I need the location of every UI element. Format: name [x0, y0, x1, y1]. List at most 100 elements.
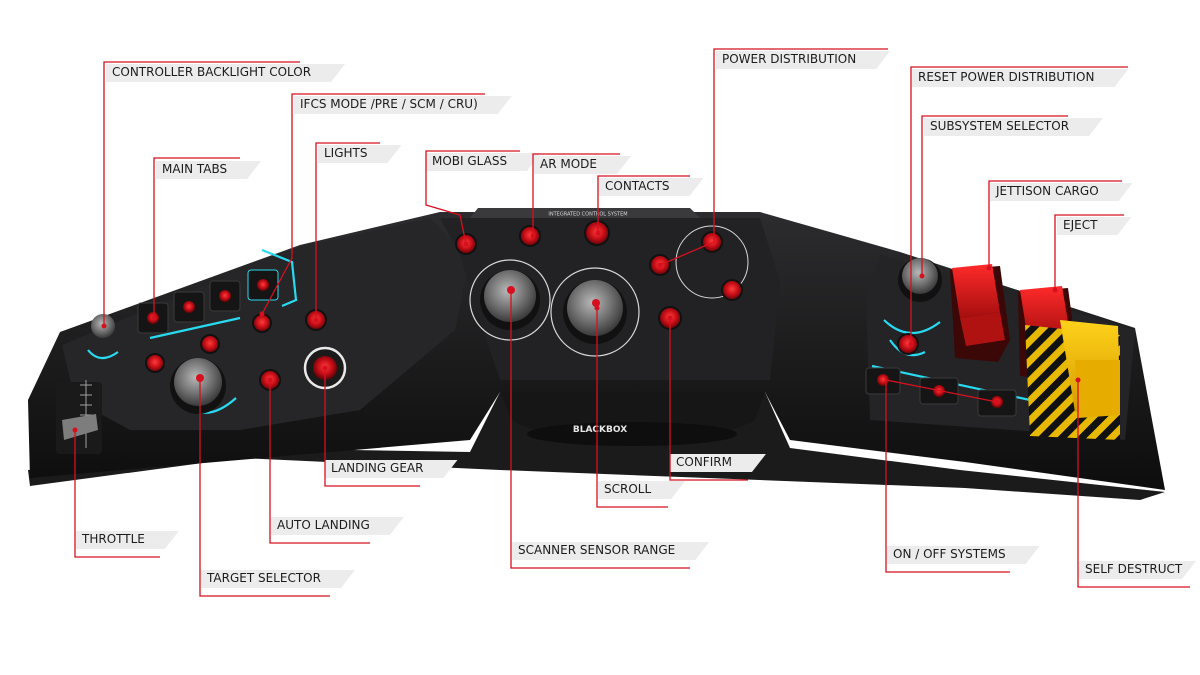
callout-leader [988, 180, 1122, 268]
callout-target-dot [530, 233, 536, 239]
callout-layer: CONTROLLER BACKLIGHT COLOR IFCS MODE /PRE… [72, 48, 1196, 597]
callout-leader [199, 378, 330, 597]
callout-reset-power-distribution: RESET POWER DISTRIBUTION [908, 66, 1129, 347]
callout-power-distribution: POWER DISTRIBUTION [657, 48, 891, 268]
callout-leader [669, 318, 748, 481]
callout-label: IFCS MODE /PRE / SCM / CRU) [300, 97, 478, 111]
callout-label: JETTISON CARGO [995, 184, 1099, 198]
callout-target-dot [72, 427, 78, 433]
callout-leader [597, 175, 690, 233]
callout-leader [261, 93, 485, 315]
callout-label: AUTO LANDING [277, 518, 370, 532]
callout-target-dot [267, 377, 273, 383]
callout-label: SUBSYSTEM SELECTOR [930, 119, 1069, 133]
callout-label: RESET POWER DISTRIBUTION [918, 70, 1094, 84]
callout-tag-bg [1057, 217, 1132, 235]
callout-tag-bg [599, 178, 704, 196]
ifcs-button[interactable] [252, 313, 272, 333]
callout-tag-bg [271, 517, 404, 535]
callout-target-dot [657, 262, 663, 268]
scroll-knob[interactable] [550, 267, 640, 357]
callout-target-dot [1052, 287, 1058, 293]
callout-label: TARGET SELECTOR [206, 571, 321, 585]
callout-tag-bg [534, 156, 631, 174]
callout-tag-bg [318, 145, 402, 163]
callout-target-dot [197, 375, 203, 381]
jettison-cover[interactable] [950, 264, 1010, 362]
callout-target-dot [1075, 377, 1081, 383]
reset-power-button[interactable] [897, 333, 919, 355]
callout-tag-bg [912, 69, 1129, 87]
callout-label: SCROLL [604, 482, 651, 496]
callout-target-dot [994, 399, 1000, 405]
callout-subsystem-selector: SUBSYSTEM SELECTOR [919, 115, 1104, 279]
subsystem-selector-knob[interactable] [898, 258, 942, 302]
callout-target-dot [151, 315, 157, 321]
callout-scanner-sensor-range: SCANNER SENSOR RANGE [508, 287, 710, 569]
left-button-b[interactable] [145, 353, 165, 373]
callout-leader [921, 115, 1068, 276]
callout-ar-mode: AR MODE [530, 153, 631, 239]
callout-tag-bg [716, 51, 891, 69]
callout-tag-bg [512, 542, 710, 560]
callout-jettison-cargo: JETTISON CARGO [986, 180, 1133, 271]
callout-tag-bg [924, 118, 1104, 136]
callout-label: SCANNER SENSOR RANGE [518, 543, 675, 557]
callout-label: CONTACTS [605, 179, 670, 193]
power-button-top[interactable] [701, 231, 723, 253]
left-button-a[interactable] [200, 334, 220, 354]
callout-target-dot [667, 315, 673, 321]
callout-tag-bg [325, 460, 458, 478]
callout-tag-bg [76, 531, 179, 549]
brand-logo: BLACKBOX [573, 425, 627, 435]
throttle[interactable] [56, 380, 102, 454]
callout-target-dot [508, 287, 514, 293]
scanner-sensor-knob[interactable] [469, 259, 551, 341]
header-plate [470, 208, 700, 218]
callout-target-dot [101, 323, 107, 329]
callout-label: MOBI GLASS [432, 154, 507, 168]
callout-target-selector: TARGET SELECTOR [197, 375, 355, 597]
callout-label: AR MODE [540, 157, 597, 171]
callout-leader [910, 66, 1128, 344]
callout-leader [74, 430, 160, 558]
callout-label: CONTROLLER BACKLIGHT COLOR [112, 65, 311, 79]
callout-leader [510, 290, 690, 569]
callout-leader [103, 61, 300, 326]
callout-label: EJECT [1063, 218, 1098, 232]
callout-target-dot [463, 241, 469, 247]
main-tab-buttons [137, 269, 279, 334]
callout-eject: EJECT [1052, 214, 1132, 293]
callout-auto-landing: AUTO LANDING [267, 377, 404, 544]
callout-leader [1054, 214, 1124, 290]
callout-tag-bg [294, 96, 512, 114]
self-destruct-cover[interactable] [1025, 320, 1120, 440]
callout-leader [269, 380, 370, 544]
callout-tag-bg [598, 481, 686, 499]
callout-controller-backlight-color: CONTROLLER BACKLIGHT COLOR [101, 61, 346, 329]
ar-mode-button[interactable] [519, 225, 541, 247]
callout-label: THROTTLE [81, 532, 145, 546]
callout-self-destruct: SELF DESTRUCT [1075, 377, 1196, 588]
callout-ifcs-mode: IFCS MODE /PRE / SCM / CRU) [259, 93, 512, 317]
callout-target-dot [322, 365, 328, 371]
callout-main-tabs: MAIN TABS [151, 157, 262, 321]
callout-leader [1077, 380, 1190, 588]
callout-target-dot [259, 311, 265, 317]
callout-leader [425, 150, 520, 245]
callout-label: MAIN TABS [162, 162, 227, 176]
target-selector-knob[interactable] [170, 358, 226, 414]
callout-target-dot [986, 265, 992, 271]
callout-leader [324, 368, 420, 487]
callout-label: POWER DISTRIBUTION [722, 52, 856, 66]
callout-lights: LIGHTS [313, 142, 402, 323]
callout-tag-bg [201, 570, 355, 588]
callout-target-dot [594, 305, 600, 311]
callout-target-dot [595, 230, 601, 236]
callout-tag-bg [1079, 561, 1196, 579]
power-button-right[interactable] [721, 279, 743, 301]
callout-on-off-systems: ON / OFF SYSTEMS [885, 379, 1040, 573]
callout-leader [885, 379, 1010, 573]
callout-tag-bg [670, 454, 766, 472]
callout-tag-bg [106, 64, 346, 82]
